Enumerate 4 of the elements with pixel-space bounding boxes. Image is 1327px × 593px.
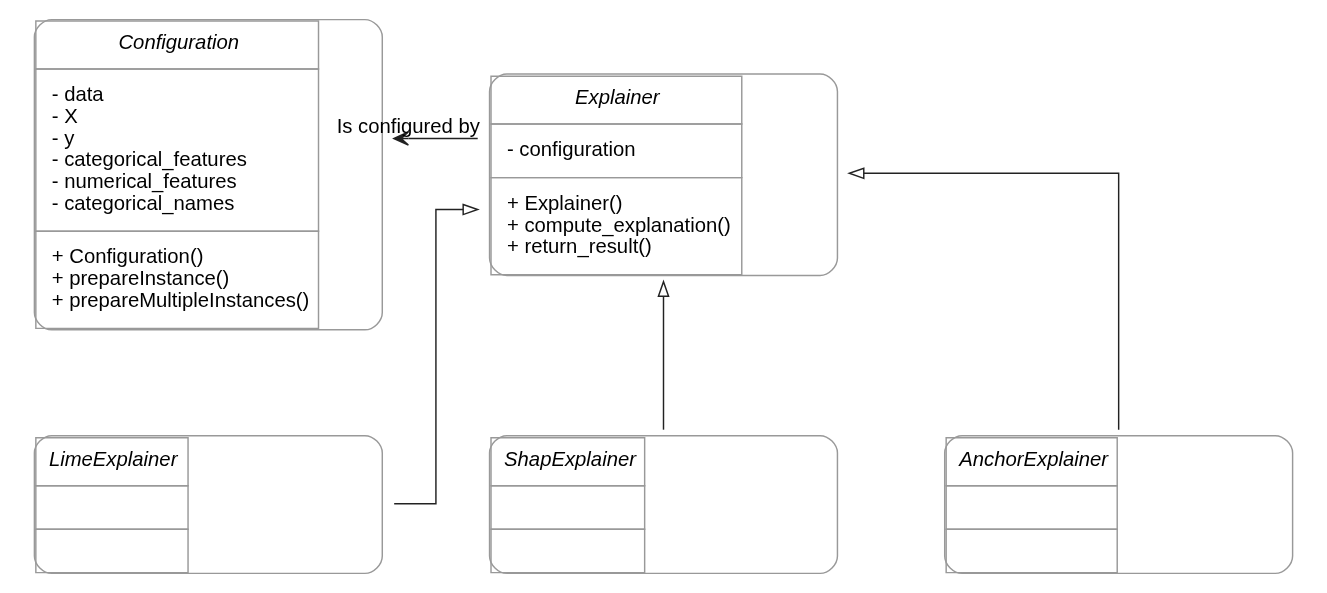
arrow <box>847 167 1120 431</box>
arrow <box>657 279 670 431</box>
arrow <box>393 203 480 505</box>
edge-label: Is configured by <box>336 114 480 137</box>
